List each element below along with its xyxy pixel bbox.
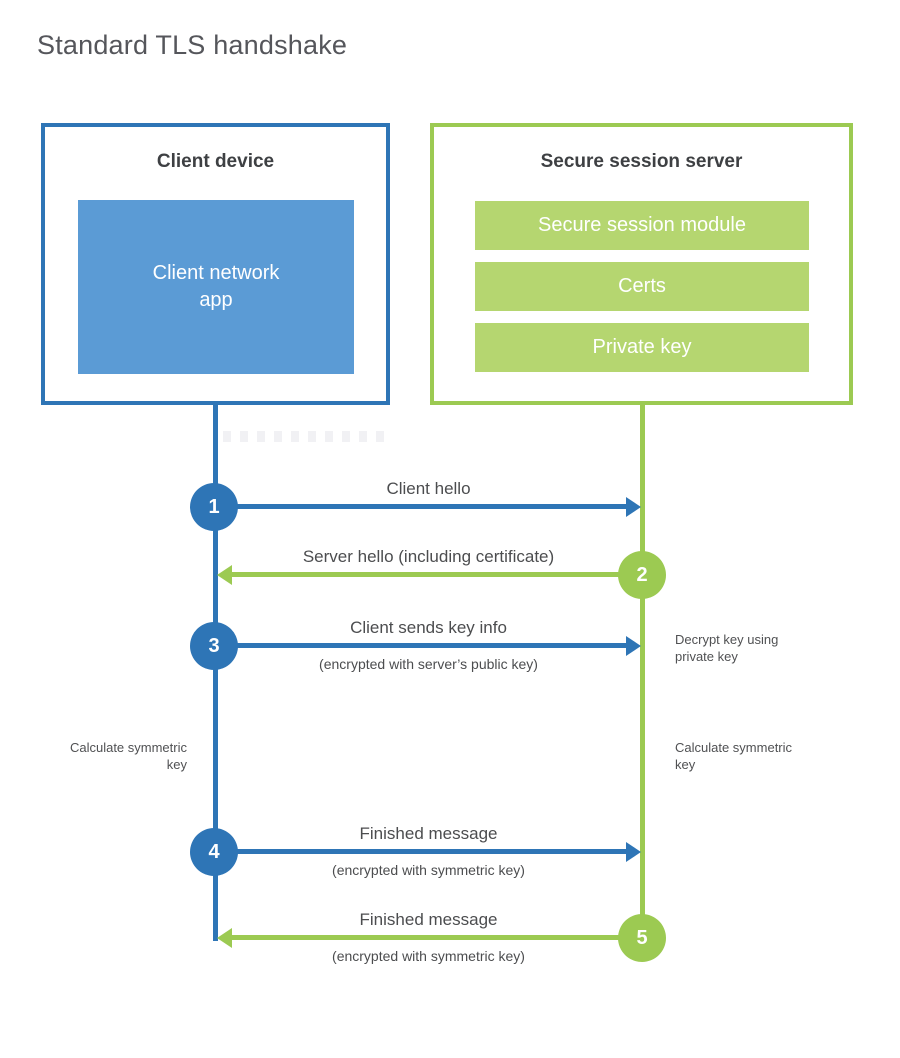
secure-session-server-box: Secure session server Secure session mod…: [430, 123, 853, 405]
arrow-shaft-step5: [231, 935, 645, 940]
message-sublabel-finished-server: (encrypted with symmetric key): [332, 948, 525, 964]
arrow-shaft-step2: [231, 572, 645, 577]
arrow-shaft-step3: [215, 643, 627, 648]
server-module-secure-session: Secure session module: [475, 201, 809, 250]
arrow-shaft-step4: [215, 849, 627, 854]
message-label-client-hello: Client hello: [386, 479, 471, 498]
arrow-shaft-step1: [215, 504, 627, 509]
arrow-head-right-icon: [626, 497, 641, 517]
step-badge-1: 1: [190, 483, 238, 531]
page-title: Standard TLS handshake: [37, 30, 348, 60]
server-lifeline: [640, 403, 645, 938]
step-badge-2: 2: [618, 551, 666, 599]
message-sublabel-key-info: (encrypted with server’s public key): [319, 656, 538, 672]
arrow-head-left-icon: [217, 928, 232, 948]
client-device-title: Client device: [156, 151, 275, 172]
arrow-head-right-icon: [626, 636, 641, 656]
arrow-head-left-icon: [217, 565, 232, 585]
message-label-server-hello: Server hello (including certificate): [302, 547, 555, 566]
client-lifeline: [213, 403, 218, 941]
client-network-app-rect: Client network app: [78, 200, 354, 374]
note-decrypt-key: Decrypt key using private key: [675, 632, 779, 665]
step-badge-3: 3: [190, 622, 238, 670]
client-network-app-label: Client network app: [152, 262, 280, 311]
faint-dashed-line: [223, 431, 393, 442]
secure-session-server-title: Secure session server: [540, 151, 743, 172]
message-label-finished-server: Finished message: [359, 910, 498, 929]
server-module-certs: Certs: [475, 262, 809, 311]
client-device-box: Client device Client network app: [41, 123, 390, 405]
step-badge-4: 4: [190, 828, 238, 876]
message-label-key-info: Client sends key info: [350, 618, 507, 637]
message-sublabel-finished-client: (encrypted with symmetric key): [332, 862, 525, 878]
note-calculate-symmetric-key-client: Calculate symmetric key: [69, 740, 187, 773]
server-module-private-key: Private key: [475, 323, 809, 372]
step-badge-5: 5: [618, 914, 666, 962]
arrow-head-right-icon: [626, 842, 641, 862]
message-label-finished-client: Finished message: [359, 824, 498, 843]
note-calculate-symmetric-key-server: Calculate symmetric key: [675, 740, 793, 773]
